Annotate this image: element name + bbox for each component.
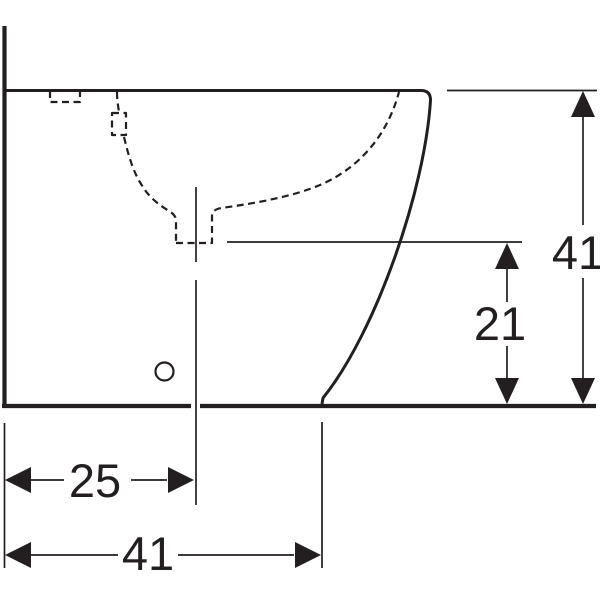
- dimension-inlet-height: 21: [474, 243, 526, 404]
- dimension-total-depth: 41: [5, 527, 321, 580]
- arrow-down-icon: [495, 378, 519, 404]
- dim-label-inlet-height: 21: [474, 297, 526, 350]
- bowl-hidden-edge-right: [176, 91, 401, 245]
- bidet-outline: [3, 89, 432, 405]
- dimension-total-height: 41: [552, 91, 600, 404]
- bowl-hidden-edge-upper-left: [115, 91, 121, 113]
- wall-fixing-notch: [48, 91, 82, 104]
- arrow-up-icon: [495, 243, 519, 269]
- dim-label-drain-offset: 25: [69, 454, 121, 507]
- dim-label-total-depth: 41: [122, 527, 174, 580]
- dim-label-total-height: 41: [552, 226, 600, 279]
- dimension-drain-offset: 25: [5, 454, 194, 507]
- arrow-up-icon: [571, 91, 595, 117]
- arrow-right-icon: [168, 467, 194, 493]
- arrow-right-icon: [295, 542, 321, 568]
- arrow-left-icon: [5, 542, 31, 568]
- nozzle-detail-box: [110, 111, 128, 137]
- arrow-down-icon: [571, 378, 595, 404]
- fixing-hole-circle: [154, 361, 175, 382]
- bowl-hidden-edge-left: [122, 136, 178, 243]
- arrow-left-icon: [5, 467, 31, 493]
